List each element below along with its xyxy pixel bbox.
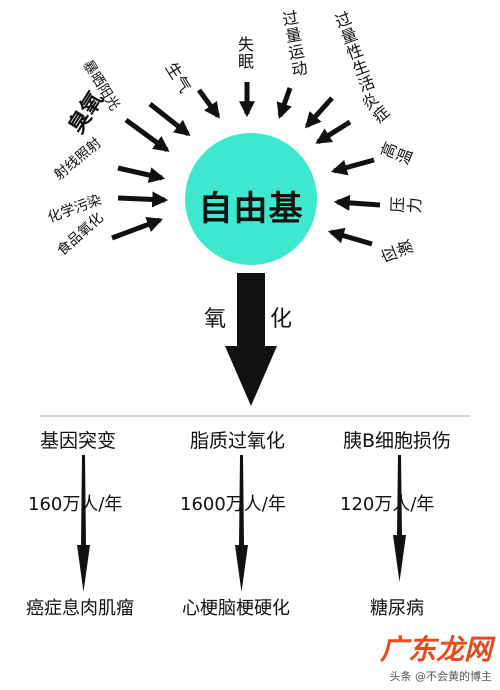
arrow-sex xyxy=(304,96,334,129)
arrow-exercise xyxy=(276,87,293,120)
process-left-label: 氧 xyxy=(204,307,227,332)
arrow-stress xyxy=(333,194,381,211)
watermark-note: 头条 @不会黄的博主 xyxy=(389,670,493,683)
cause-insomnia: 失眠 xyxy=(235,36,254,70)
watermark: 广东龙网 头条 @不会黄的博主 xyxy=(380,628,492,684)
column-arrow-2 xyxy=(235,455,248,592)
process-right-label: 化 xyxy=(270,307,293,332)
column-disease-cancer: 癌症息肉肌瘤 xyxy=(26,598,134,619)
column-arrow-3 xyxy=(393,455,406,582)
oxidation-arrow xyxy=(225,273,277,406)
column-rate-beta-cell-damage: 120万人/年 xyxy=(340,494,435,515)
arrow-anger xyxy=(196,88,221,119)
column-title-lipid-peroxidation: 脂质过氧化 xyxy=(190,430,286,452)
column-arrow-1 xyxy=(77,455,90,592)
column-disease-cardiovascular: 心梗脑梗硬化 xyxy=(182,598,290,619)
arrow-ozone xyxy=(124,117,170,153)
column-arrows xyxy=(77,455,406,592)
column-title-beta-cell-damage: 胰B细胞损伤 xyxy=(343,430,452,452)
arrow-sun xyxy=(148,102,191,136)
column-rate-lipid-peroxidation: 1600万人/年 xyxy=(180,494,286,515)
watermark-brand: 广东龙网 xyxy=(379,633,492,666)
free-radical-circle xyxy=(185,133,317,265)
column-rate-gene-mutation: 160万人/年 xyxy=(28,494,123,515)
arrow-inflammation xyxy=(315,119,352,145)
arrow-chemical xyxy=(117,191,169,208)
arrow-emergency xyxy=(327,227,373,247)
arrow-heat xyxy=(330,157,375,176)
arrow-food-oxidation xyxy=(111,217,163,241)
cause-arrows xyxy=(111,82,381,247)
column-title-gene-mutation: 基因突变 xyxy=(40,430,117,452)
free-radical-label: 自由基 xyxy=(198,189,304,229)
column-disease-diabetes: 糖尿病 xyxy=(370,598,424,619)
cause-pressure: 压力 xyxy=(388,196,424,217)
arrow-radiation xyxy=(117,165,166,183)
